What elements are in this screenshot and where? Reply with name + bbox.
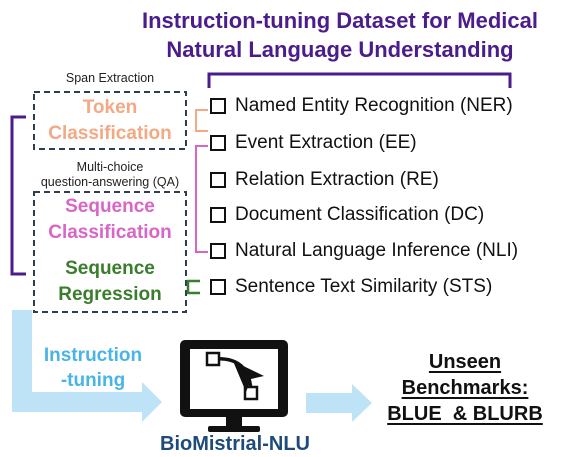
task-item-nli: Natural Language Inference (NLI) (210, 239, 518, 263)
token-box (33, 91, 187, 150)
sequence-regression-label: Sequence Regression (34, 256, 186, 308)
title-line-1: Instruction-tuning Dataset for Medical (141, 8, 539, 33)
task-label: Natural Language Inference (NLI) (235, 240, 519, 261)
sequence-regression-line-2: Regression (58, 284, 162, 305)
task-label: Document Classification (DC) (235, 204, 485, 225)
task-item-dc: Document Classification (DC) (210, 203, 484, 227)
task-label: Named Entity Recognition (NER) (235, 95, 513, 116)
token-classification-line-2: Classification (48, 123, 172, 144)
title-line-2: Natural Language Understanding (166, 37, 514, 62)
token-classification-line-1: Token (82, 97, 138, 118)
token-connector (195, 109, 208, 132)
unseen-benchmarks-label: Unseen Benchmarks: BLUE & BLURB (375, 349, 555, 427)
sequence-classification-line-2: Classification (48, 222, 172, 243)
checkbox-icon (210, 243, 226, 259)
task-label: Sentence Text Similarity (STS) (235, 276, 493, 297)
instruction-tuning-line-2: -tuning (60, 370, 126, 391)
task-item-re: Relation Extraction (RE) (210, 168, 439, 192)
task-item-sts: Sentence Text Similarity (STS) (210, 275, 492, 299)
task-label: Event Extraction (EE) (235, 132, 417, 153)
instruction-tuning-label: Instruction -tuning (33, 343, 153, 393)
sequence-connector (195, 145, 208, 253)
task-item-ee: Event Extraction (EE) (210, 131, 417, 155)
sequence-box (33, 191, 187, 313)
token-classification-label: Token Classification (34, 95, 186, 147)
page-title: Instruction-tuning Dataset for Medical N… (110, 6, 565, 64)
left-bracket (10, 115, 26, 276)
sequence-classification-label: Sequence Classification (34, 194, 186, 246)
mcqa-label: Multi-choice question-answering (QA) (20, 160, 200, 190)
regression-connector (186, 279, 200, 295)
mcqa-line-1: Multi-choice (76, 160, 144, 174)
mcqa-line-2: question-answering (QA) (40, 175, 180, 189)
span-extraction-label: Span Extraction (65, 71, 155, 85)
task-label: Relation Extraction (RE) (235, 169, 439, 190)
checkbox-icon (210, 135, 226, 151)
instruction-tuning-line-1: Instruction (43, 345, 143, 366)
sequence-regression-line-1: Sequence (65, 258, 155, 279)
to-benchmarks-arrow (306, 384, 372, 422)
tasks-top-bracket (207, 72, 512, 88)
unseen-line-2: Benchmarks: (401, 377, 529, 399)
instruction-tuning-arrow (12, 310, 162, 422)
checkbox-icon (210, 207, 226, 223)
model-name: BioMistrial-NLU (160, 433, 310, 455)
checkbox-icon (210, 98, 226, 114)
vector-pen-cursor-icon (205, 351, 264, 401)
checkbox-icon (210, 172, 226, 188)
checkbox-icon (210, 279, 226, 295)
computer-monitor-icon (180, 340, 288, 432)
sequence-classification-line-1: Sequence (65, 196, 155, 217)
unseen-line-1: Unseen (428, 351, 502, 373)
task-item-ner: Named Entity Recognition (NER) (210, 94, 513, 118)
unseen-line-3: BLUE & BLURB (387, 403, 543, 425)
